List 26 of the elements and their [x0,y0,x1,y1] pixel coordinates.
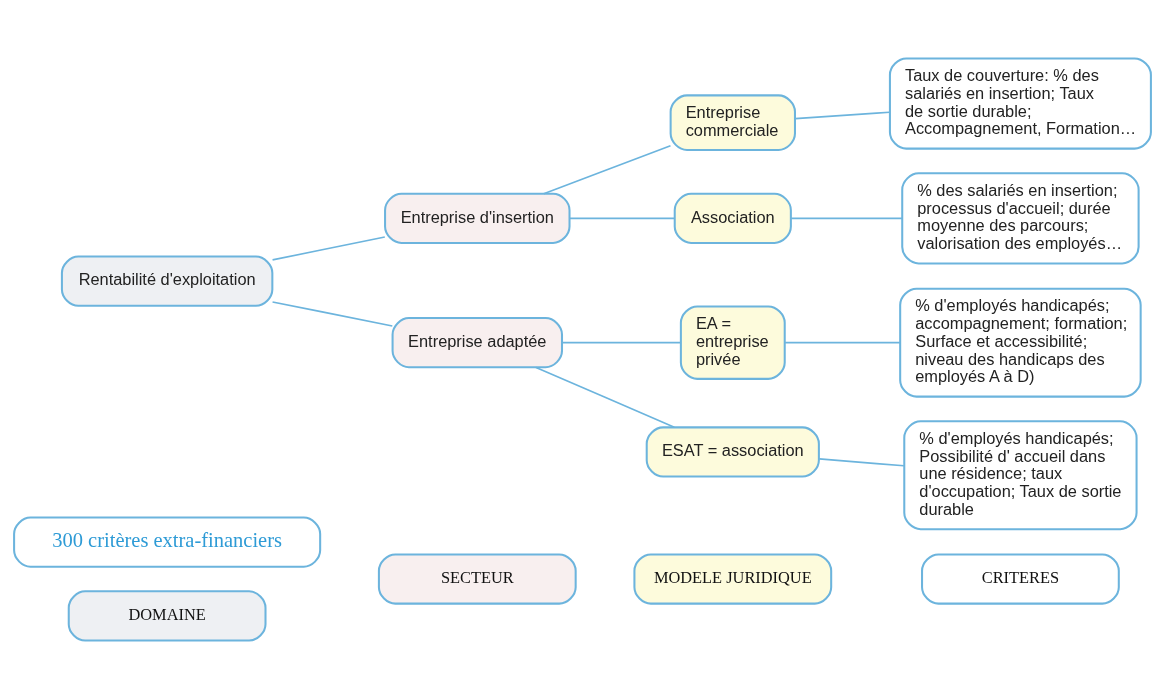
connector [535,366,676,429]
node-box: SECTEUR [377,553,577,605]
connector [818,458,905,467]
node-box: MODELE JURIDIQUE [633,553,833,605]
connector [794,111,891,120]
connector [790,217,903,220]
connector [271,301,394,327]
node-box: % des salariés en insertion; processus d'accueil; durée moyenne des parcours; valorisation des employés… [901,172,1140,265]
node-box: % d'employés handicapés; accompagnement; formation; Surface et accessibilité; niveau des handicaps des employés A à D) [899,287,1142,398]
connector [568,217,676,220]
connector [542,144,672,195]
node-box: EA = entreprise privée [679,305,786,380]
node-box: Association [673,192,792,244]
node-box: % d'employés handicapés; Possibilité d' accueil dans une résidence; taux d'occupation; Taux de sortie durable [903,420,1138,531]
connector [271,236,386,261]
node-box: Entreprise commerciale [669,94,796,152]
node-box: Entreprise adaptée [391,317,564,369]
connector [784,341,901,344]
node-box: 300 critères extra-financiers [13,516,322,568]
node-box: Entreprise d'insertion [384,192,571,244]
node-box: Taux de couverture: % des salariés en insertion; Taux de sortie durable; Accompagnement, Formation… [888,57,1152,150]
node-box: ESAT = association [645,426,820,478]
node-box: DOMAINE [67,590,267,642]
node-box: Rentabilité d'exploitation [60,255,274,307]
connector [561,341,682,344]
node-box: CRITERES [921,553,1120,605]
